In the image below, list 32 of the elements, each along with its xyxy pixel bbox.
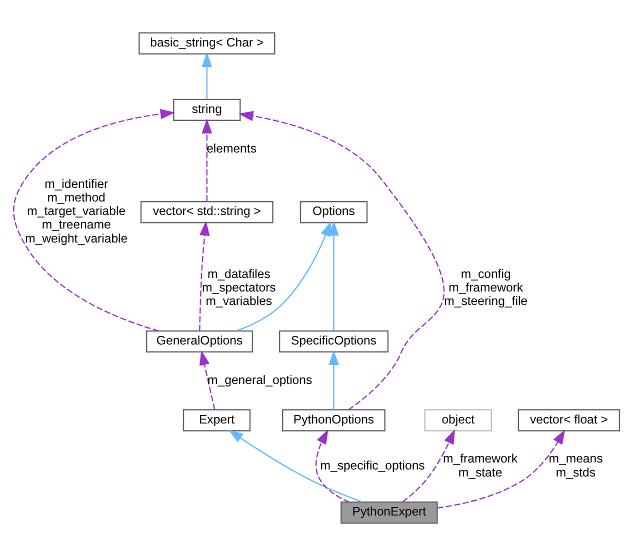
node-box: PythonOptions xyxy=(282,408,386,431)
edge-label: m_general_options xyxy=(208,372,312,386)
node-box: vector< std::string > xyxy=(140,200,274,223)
edge-label: m_specific_options xyxy=(320,458,425,472)
arrow xyxy=(199,350,216,410)
node-box: vector< float > xyxy=(518,408,620,431)
arrow xyxy=(199,220,210,330)
node-box: Expert xyxy=(182,408,251,431)
edge-label: m_identifier m_method m_target_variable m_treename m_weight_variable xyxy=(25,176,128,245)
arrow xyxy=(328,220,339,330)
edge-label: m_framework m_state xyxy=(443,451,518,479)
node-box: PythonExpert xyxy=(340,501,438,524)
edge-label: m_datafiles m_spectators m_variables xyxy=(202,266,276,308)
node-box: string xyxy=(173,98,241,120)
node-box: Options xyxy=(300,200,368,223)
edge-label: m_config m_framework m_steering_file xyxy=(444,266,528,308)
node-box: object xyxy=(424,408,492,431)
edge-label: elements xyxy=(206,140,256,155)
arrow xyxy=(13,108,176,332)
arrow xyxy=(238,110,445,410)
arrow xyxy=(315,428,350,502)
arrow xyxy=(202,118,212,201)
node-box: basic_string< Char > xyxy=(138,32,276,54)
arrow xyxy=(236,220,332,331)
arrow xyxy=(402,428,456,502)
node-box: GeneralOptions xyxy=(146,330,254,352)
arrow xyxy=(328,350,339,410)
edge-label: m_means m_stds xyxy=(548,451,603,479)
node-box: SpecificOptions xyxy=(278,330,389,352)
arrow xyxy=(202,52,212,99)
arrow xyxy=(437,428,566,508)
arrow xyxy=(228,429,363,502)
